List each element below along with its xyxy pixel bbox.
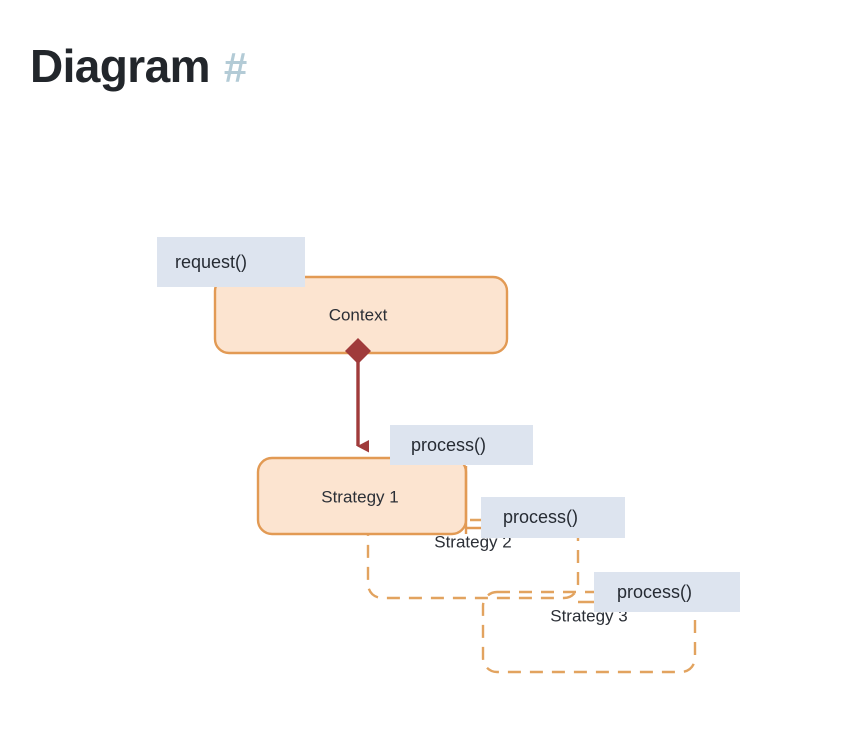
strategy-pattern-diagram: Strategy 3 Strategy 2 Context Strategy 1: [157, 237, 740, 674]
heading-anchor-link[interactable]: #: [223, 44, 248, 92]
node-strategy-2-shape: [366, 518, 580, 600]
method-label-context-request[interactable]: request(): [157, 237, 305, 287]
node-context-title: Context: [329, 305, 388, 324]
method-label-strategy-2-process-box: [481, 497, 625, 538]
method-label-strategy-3-process-text: process(): [617, 582, 692, 602]
method-label-context-request-box: [157, 237, 305, 287]
page-title: Diagram #: [30, 43, 247, 89]
method-label-strategy-3-process-box: [594, 572, 740, 612]
page-title-text: Diagram: [30, 40, 210, 93]
method-label-strategy-1-process-box: [390, 425, 533, 465]
method-label-strategy-2-process-text: process(): [503, 507, 578, 527]
node-strategy-3-shape: [481, 590, 697, 674]
method-label-strategy-1-process-text: process(): [411, 435, 486, 455]
node-strategy-1[interactable]: Strategy 1: [256, 456, 468, 536]
node-strategy-1-title: Strategy 1: [321, 487, 399, 506]
method-label-context-request-text: request(): [175, 252, 247, 272]
method-label-strategy-3-process[interactable]: process(): [594, 572, 740, 612]
diagram-canvas: Strategy 3 Strategy 2 Context Strategy 1: [0, 150, 866, 710]
method-label-strategy-1-process[interactable]: process(): [390, 425, 533, 465]
method-label-strategy-2-process[interactable]: process(): [481, 497, 625, 538]
relation-context-to-strategy: [345, 338, 371, 453]
aggregation-diamond-marker: [345, 338, 371, 364]
